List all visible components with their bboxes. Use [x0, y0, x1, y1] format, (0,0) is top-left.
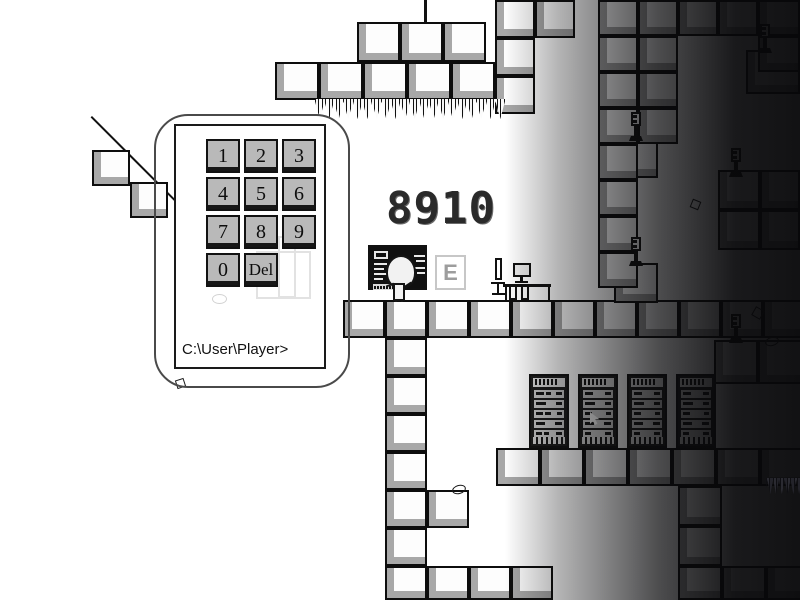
- wall-tile: [385, 414, 427, 452]
- keypad-key-6[interactable]: 6: [282, 177, 316, 211]
- floating-debris: [764, 335, 780, 348]
- player-torso: [393, 283, 405, 301]
- floating-debris: [451, 483, 467, 496]
- code-readout-display: 8910: [386, 183, 496, 234]
- office-chair-post: [497, 284, 499, 294]
- keypad-key-1[interactable]: 1: [206, 139, 240, 173]
- terminal-text-row: [415, 267, 425, 269]
- keypad-key-3[interactable]: 3: [282, 139, 316, 173]
- keypad-key-2[interactable]: 2: [244, 139, 278, 173]
- wall-tile: [385, 338, 427, 376]
- floor-tile: [385, 300, 427, 338]
- keypad-key-blank: [282, 253, 316, 287]
- wall-tile: [427, 566, 469, 600]
- terminal-text-row: [374, 268, 384, 270]
- platform-tile: [363, 62, 407, 100]
- keypad-key-4[interactable]: 4: [206, 177, 240, 211]
- terminal-text-row: [416, 260, 425, 262]
- slope-tile: [92, 150, 130, 186]
- keypad-key-0[interactable]: 0: [206, 253, 240, 287]
- background-bubble-sketch: [212, 294, 227, 304]
- platform-tile: [407, 62, 451, 100]
- slope-tile: [130, 182, 168, 218]
- office-chair-feet: [492, 293, 505, 295]
- platform-tile: [443, 22, 486, 62]
- terminal-text-row: [417, 272, 425, 274]
- platform-tile: [357, 22, 400, 62]
- terminal-window-icon: [374, 251, 388, 259]
- player-character: [384, 255, 418, 302]
- wall-tile: [427, 490, 469, 528]
- keypad-key-7[interactable]: 7: [206, 215, 240, 249]
- player-leg: [395, 299, 397, 302]
- platform-tile: [400, 22, 443, 62]
- floor-tile: [427, 300, 469, 338]
- interact-key-prompt[interactable]: E: [435, 255, 466, 290]
- wall-tile: [385, 490, 427, 528]
- floating-debris: [689, 198, 702, 211]
- terminal-text-row: [414, 255, 425, 257]
- office-chair-back: [495, 258, 502, 280]
- keypad-key-delete[interactable]: Del: [244, 253, 278, 287]
- keypad-key-9[interactable]: 9: [282, 215, 316, 249]
- wall-tile: [385, 566, 427, 600]
- keypad-key-8[interactable]: 8: [244, 215, 278, 249]
- keypad-dialog-halo: [154, 114, 350, 388]
- office-chair-seat: [491, 282, 505, 284]
- keypad-key-5[interactable]: 5: [244, 177, 278, 211]
- terminal-text-row: [374, 278, 383, 280]
- wall-tile: [385, 376, 427, 414]
- keypad-key-grid[interactable]: 1 2 3 4 5 6 7 8 9 0 Del: [206, 139, 316, 287]
- console-prompt-text: C:\User\Player>: [182, 341, 289, 358]
- floating-debris: [751, 306, 765, 320]
- wall-tile: [385, 452, 427, 490]
- player-leg: [401, 299, 403, 302]
- wall-tile: [385, 528, 427, 566]
- terminal-text-row: [374, 273, 387, 275]
- platform-tile: [275, 62, 319, 100]
- terminal-text-row: [374, 263, 387, 265]
